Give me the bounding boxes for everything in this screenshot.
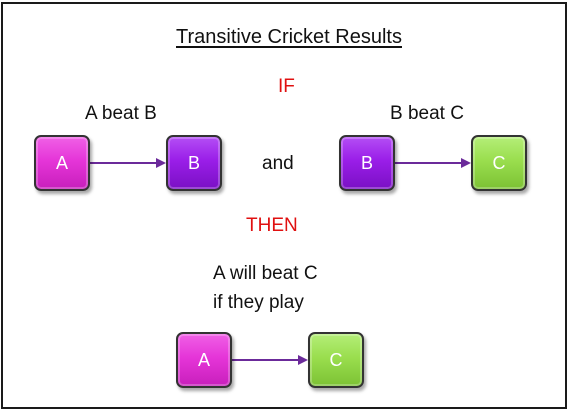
node-label: A [197, 350, 210, 370]
premise-2-winner-node: B [339, 135, 395, 191]
premise-1-loser-node: B [166, 135, 222, 191]
node-label: A [55, 153, 68, 173]
conclusion-line-1: A will beat C [213, 263, 318, 284]
node-label: C [329, 350, 343, 370]
node-label: C [492, 153, 506, 173]
diagram-frame [1, 2, 567, 409]
and-label: and [262, 153, 294, 174]
conclusion-loser-node: C [308, 332, 364, 388]
then-label: THEN [246, 215, 298, 236]
premise-1-winner-node: A [34, 135, 90, 191]
node-label: B [187, 153, 200, 173]
if-label: IF [278, 76, 295, 97]
node-label: B [360, 153, 373, 173]
conclusion-winner-node: A [176, 332, 232, 388]
premise-2-caption: B beat C [390, 103, 464, 124]
diagram-title: Transitive Cricket Results [176, 26, 402, 48]
premise-2-loser-node: C [471, 135, 527, 191]
premise-1-caption: A beat B [85, 103, 157, 124]
conclusion-line-2: if they play [213, 292, 304, 313]
